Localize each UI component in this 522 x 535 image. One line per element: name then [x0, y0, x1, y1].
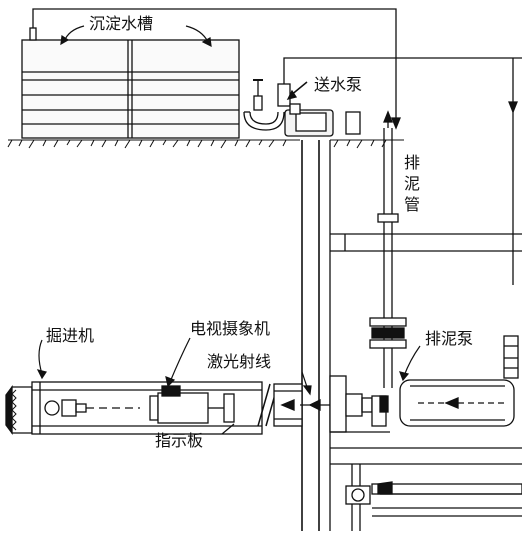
label-tunneling-machine: 掘进机: [46, 326, 95, 345]
label-water-pump: 送水泵: [314, 75, 363, 94]
label-laser-beam: 激光射线: [207, 352, 272, 371]
hydraulic-jack: [399, 335, 519, 427]
ground-surface: [7, 139, 404, 149]
label-mud-pipe: 排泥管: [403, 153, 420, 214]
label-sedimentation-tank: 沉淀水槽: [89, 14, 154, 33]
label-tv-camera: 电视摄象机: [190, 319, 271, 338]
mud-pipe: [369, 110, 407, 388]
label-mud-pump: 排泥泵: [425, 329, 474, 348]
label-indicator-board: 指示板: [155, 431, 204, 450]
label-pointers: [36, 25, 421, 435]
water-pump-assembly: [243, 57, 522, 285]
shaft: [301, 140, 522, 531]
jacking-frame: [329, 375, 390, 433]
base-rails: [330, 447, 522, 531]
tunneling-machine: [5, 381, 263, 435]
sedimentation-tank: [21, 8, 401, 139]
